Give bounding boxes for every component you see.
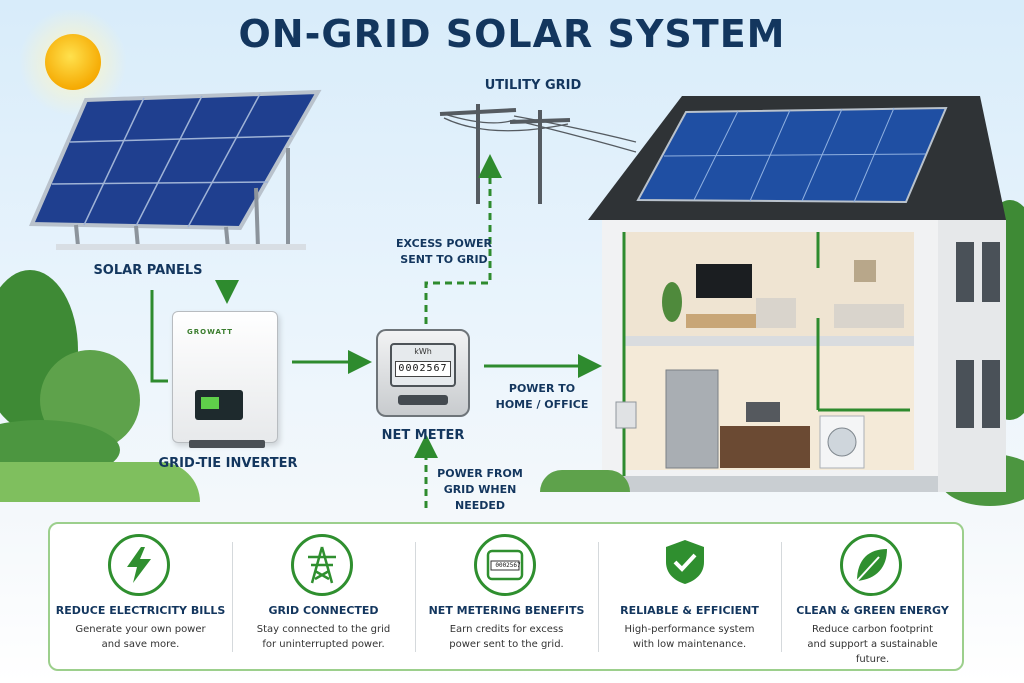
power-home-line1: POWER TO (508, 382, 576, 395)
meter-screen: kWh 0002567 (390, 343, 456, 387)
net-meter-label: NET METER (381, 428, 465, 443)
shield-check-icon (657, 534, 719, 596)
inverter-connectors (189, 440, 265, 448)
feature-desc-line: future. (855, 654, 890, 665)
feature-desc: Earn credits for excess power sent to th… (426, 622, 587, 652)
feature-desc-line: Generate your own power (75, 624, 206, 635)
feature-reliable: RELIABLE & EFFICIENT High-performance sy… (599, 524, 780, 669)
divider (415, 542, 416, 652)
grid-tie-inverter: GROWATT (172, 311, 278, 448)
divider (598, 542, 599, 652)
feature-desc-line: High-performance system (624, 624, 755, 635)
utility-grid-label: UTILITY GRID (484, 78, 582, 93)
excess-power-line2: SENT TO GRID (400, 253, 488, 266)
lightning-icon (108, 534, 170, 596)
feature-desc: High-performance system with low mainten… (609, 622, 770, 652)
feature-title: REDUCE ELECTRICITY BILLS (55, 604, 226, 617)
feature-title: GRID CONNECTED (268, 604, 379, 617)
meter-base (398, 395, 448, 405)
net-meter: kWh 0002567 (376, 329, 470, 417)
feature-net-metering: 0002567 NET METERING BENEFITS Earn credi… (416, 524, 597, 669)
inverter-label: GRID-TIE INVERTER (158, 456, 298, 471)
meter-icon-reading: 0002567 (495, 562, 521, 569)
feature-desc-line: and support a sustainable (807, 639, 938, 650)
feature-title: RELIABLE & EFFICIENT (620, 604, 759, 617)
excess-power-line1: EXCESS POWER (396, 237, 492, 250)
page-title: ON-GRID SOLAR SYSTEM (238, 12, 786, 56)
feature-title: NET METERING BENEFITS (428, 604, 585, 617)
power-grid-label: POWER FROM GRID WHEN NEEDED (430, 466, 530, 514)
feature-clean-energy: CLEAN & GREEN ENERGY Reduce carbon footp… (782, 524, 963, 669)
feature-reduce-bills: REDUCE ELECTRICITY BILLS Generate your o… (50, 524, 231, 669)
grass-house (540, 470, 630, 492)
power-grid-line2: GRID WHEN (443, 483, 517, 496)
feature-desc-line: and save more. (101, 639, 180, 650)
excess-power-label: EXCESS POWER SENT TO GRID (384, 236, 504, 268)
solar-panels-label: SOLAR PANELS (93, 263, 203, 278)
feature-grid-connected: GRID CONNECTED Stay connected to the gri… (233, 524, 414, 669)
power-grid-line3: NEEDED (454, 499, 505, 512)
feature-desc-line: Reduce carbon footprint (811, 624, 934, 635)
features-panel: REDUCE ELECTRICITY BILLS Generate your o… (48, 522, 964, 671)
feature-desc: Generate your own power and save more. (60, 622, 221, 652)
inverter-brand: GROWATT (187, 328, 234, 336)
sun-icon (19, 10, 127, 116)
flow-arrows (150, 154, 602, 508)
leaf-icon (840, 534, 902, 596)
transmission-tower-icon (291, 534, 353, 596)
feature-desc-line: for uninterrupted power. (262, 639, 385, 650)
divider (781, 542, 782, 652)
divider (232, 542, 233, 652)
feature-desc-line: Earn credits for excess (449, 624, 564, 635)
house (588, 96, 1006, 492)
meter-icon: 0002567 (474, 534, 536, 596)
feature-desc-line: with low maintenance. (632, 639, 747, 650)
inverter-display (195, 390, 243, 420)
feature-title: CLEAN & GREEN ENERGY (796, 604, 949, 617)
feature-desc: Reduce carbon footprint and support a su… (792, 622, 953, 667)
meter-reading: 0002567 (395, 361, 451, 377)
feature-desc: Stay connected to the grid for uninterru… (243, 622, 404, 652)
grass-left (0, 462, 200, 502)
feature-desc-line: power sent to the grid. (449, 639, 564, 650)
solar-panel-array (28, 89, 322, 250)
power-home-label: POWER TO HOME / OFFICE (482, 381, 602, 413)
meter-unit: kWh (414, 347, 432, 356)
power-home-line2: HOME / OFFICE (495, 398, 589, 411)
feature-desc-line: Stay connected to the grid (256, 624, 391, 635)
power-grid-line1: POWER FROM (437, 467, 523, 480)
